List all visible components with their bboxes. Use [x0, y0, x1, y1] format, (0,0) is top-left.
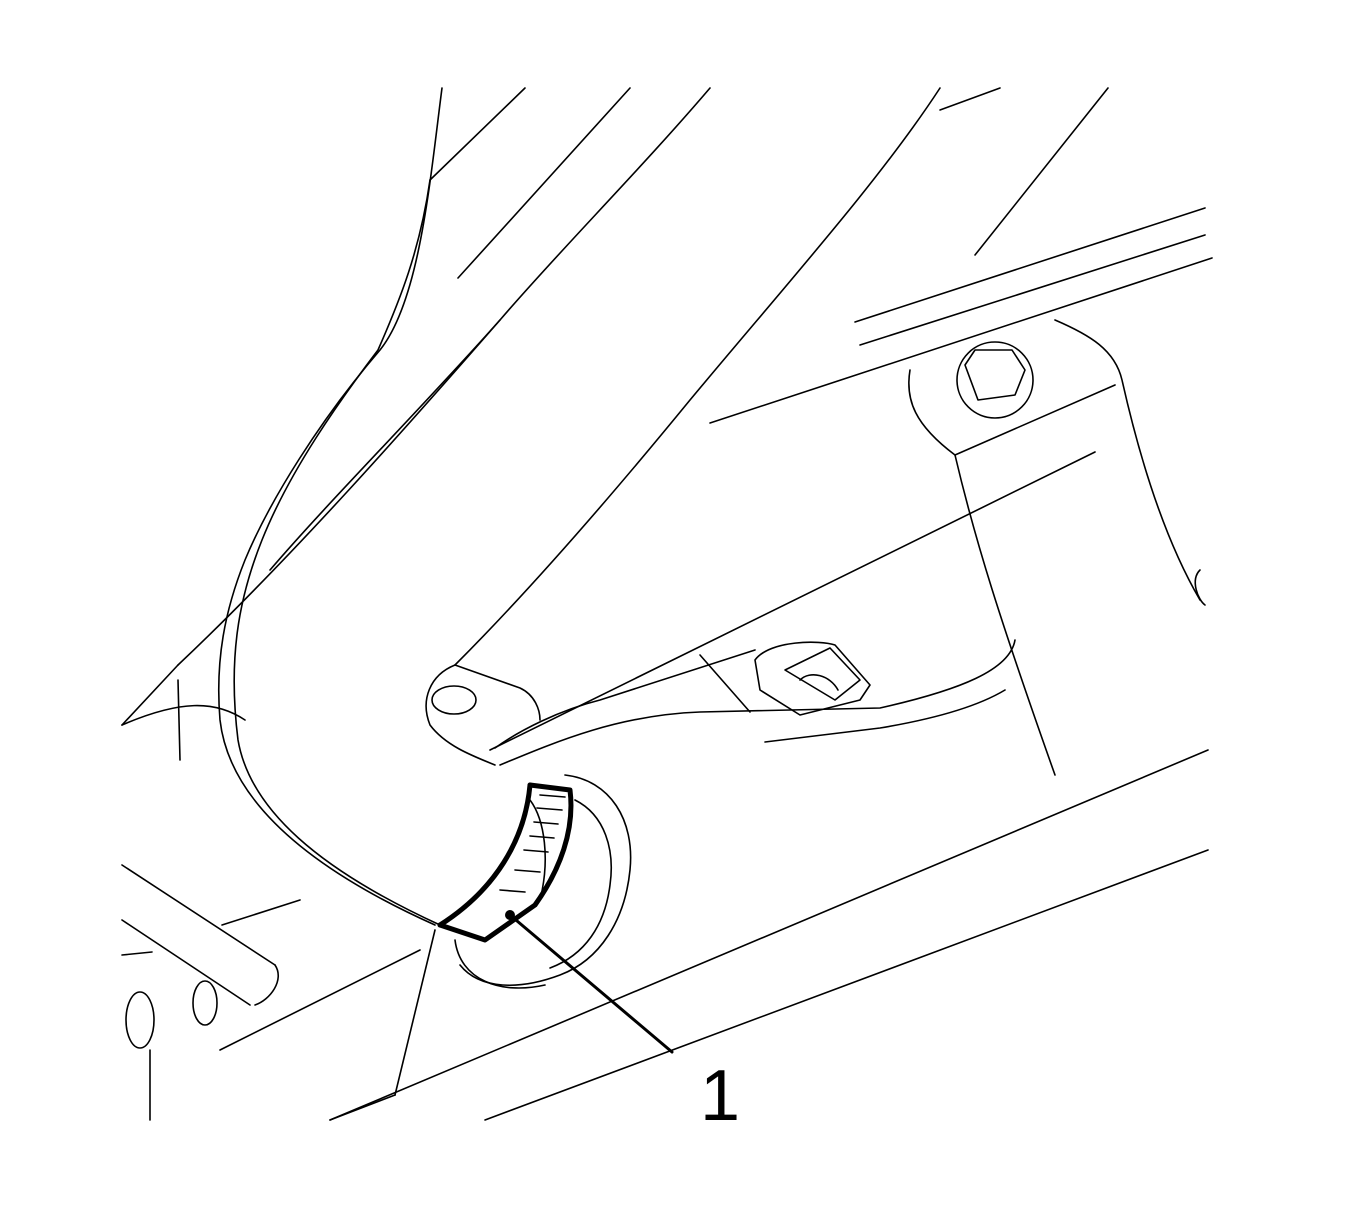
- upper-left-structure: [121, 87, 711, 926]
- callout-label-1: 1: [700, 1056, 740, 1136]
- callout-1: 1: [505, 910, 740, 1136]
- highlighted-component: [437, 782, 574, 943]
- mounting-bracket: [908, 319, 1206, 776]
- lower-arm: [494, 639, 1016, 766]
- left-slot-icon: [192, 980, 218, 1026]
- mounting-hole-icon: [431, 685, 477, 715]
- lower-left-details: [121, 864, 421, 1121]
- bolt-head-icon: [956, 341, 1034, 419]
- circular-housing: [454, 774, 632, 989]
- flange-plate: [425, 664, 541, 766]
- left-hole-icon: [125, 991, 155, 1049]
- leader-dot: [505, 910, 515, 920]
- diagonal-frame-lines: [329, 87, 1213, 1121]
